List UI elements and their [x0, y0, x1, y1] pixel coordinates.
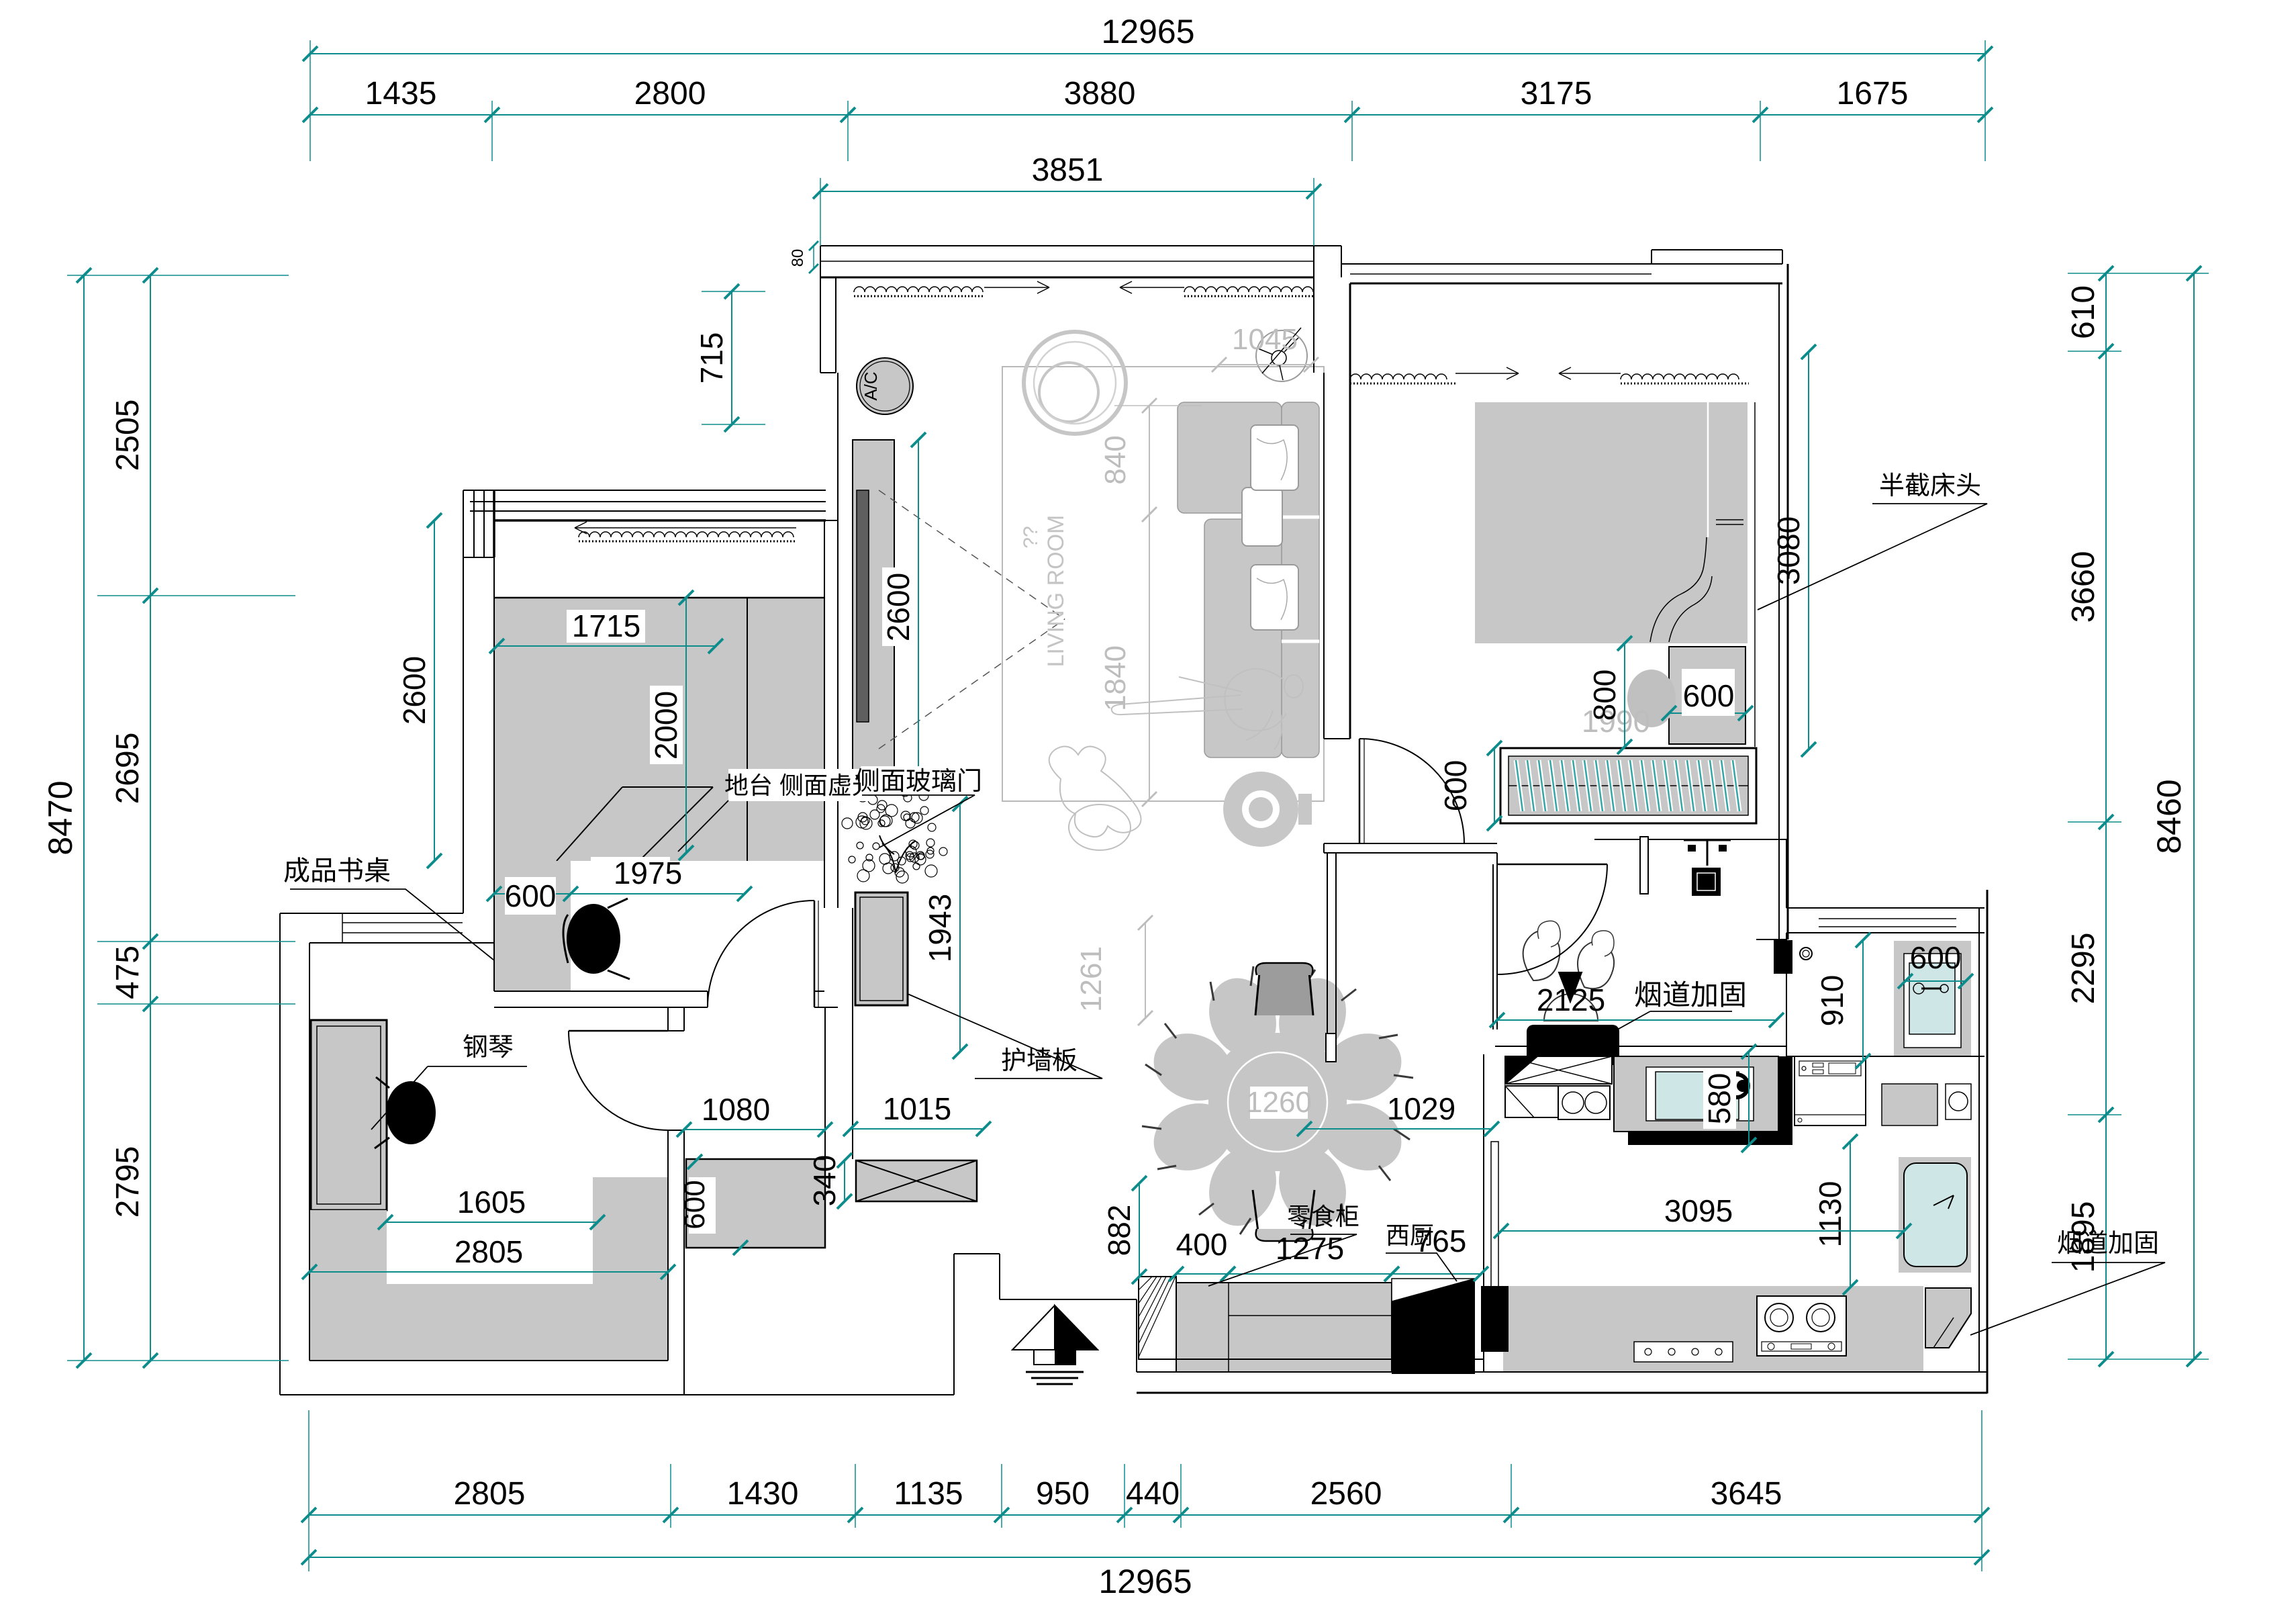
svg-text:1990: 1990: [1582, 704, 1650, 739]
svg-text:580: 580: [1702, 1073, 1737, 1125]
svg-text:400: 400: [1176, 1227, 1228, 1262]
svg-text:地台 侧面虚光: 地台 侧面虚光: [724, 772, 876, 799]
svg-text:475: 475: [110, 946, 146, 999]
svg-text:烟道加固: 烟道加固: [1634, 979, 1747, 1011]
svg-text:1430: 1430: [727, 1476, 799, 1512]
svg-text:1261: 1261: [1075, 946, 1108, 1012]
svg-text:2800: 2800: [634, 76, 706, 111]
svg-text:800: 800: [1587, 670, 1622, 721]
svg-text:??: ??: [1020, 526, 1042, 548]
svg-text:8470: 8470: [42, 780, 79, 855]
svg-text:600: 600: [678, 1180, 711, 1229]
svg-text:1130: 1130: [1813, 1181, 1848, 1248]
svg-text:840: 840: [1099, 435, 1132, 484]
svg-text:1045: 1045: [1232, 323, 1298, 356]
svg-text:1605: 1605: [457, 1185, 526, 1220]
svg-text:LIVING ROOM: LIVING ROOM: [1043, 515, 1069, 668]
svg-text:成品书桌: 成品书桌: [283, 856, 391, 886]
svg-text:3095: 3095: [1664, 1193, 1733, 1228]
svg-text:零食柜: 零食柜: [1287, 1203, 1359, 1230]
svg-text:3645: 3645: [1711, 1476, 1782, 1512]
svg-text:2505: 2505: [110, 400, 146, 471]
svg-text:1029: 1029: [1387, 1091, 1455, 1126]
svg-text:2125: 2125: [1537, 982, 1605, 1017]
svg-text:8460: 8460: [2150, 779, 2188, 854]
svg-text:950: 950: [1036, 1476, 1090, 1512]
svg-text:2600: 2600: [881, 573, 916, 641]
svg-text:烟道加固: 烟道加固: [2057, 1230, 2159, 1258]
svg-text:1895: 1895: [2066, 1201, 2101, 1273]
svg-text:2805: 2805: [455, 1234, 523, 1269]
svg-text:80: 80: [789, 249, 807, 267]
svg-text:2295: 2295: [2066, 933, 2101, 1005]
svg-text:1675: 1675: [1837, 76, 1909, 111]
svg-text:12965: 12965: [1101, 13, 1194, 50]
svg-text:2000: 2000: [649, 691, 683, 760]
svg-text:1975: 1975: [614, 856, 682, 890]
svg-text:1015: 1015: [883, 1091, 951, 1126]
svg-text:2695: 2695: [110, 733, 146, 805]
svg-text:3175: 3175: [1521, 76, 1592, 111]
svg-text:910: 910: [1815, 975, 1850, 1027]
svg-text:西厨: 西厨: [1386, 1222, 1434, 1249]
svg-text:3080: 3080: [1771, 516, 1806, 585]
svg-text:3660: 3660: [2066, 551, 2101, 623]
svg-text:1080: 1080: [702, 1092, 770, 1127]
svg-text:600: 600: [505, 878, 557, 913]
svg-text:2600: 2600: [397, 656, 432, 725]
svg-text:340: 340: [807, 1155, 842, 1207]
svg-text:715: 715: [694, 332, 729, 384]
svg-text:1275: 1275: [1276, 1231, 1344, 1266]
svg-text:440: 440: [1126, 1476, 1180, 1512]
svg-text:600: 600: [1910, 940, 1962, 975]
svg-text:1943: 1943: [922, 894, 957, 962]
svg-text:1435: 1435: [365, 76, 437, 111]
svg-text:1715: 1715: [572, 608, 640, 643]
svg-text:半截床头: 半截床头: [1879, 472, 1981, 500]
svg-text:3851: 3851: [1032, 152, 1104, 188]
svg-text:12965: 12965: [1098, 1563, 1192, 1600]
svg-text:1260: 1260: [1246, 1086, 1312, 1119]
svg-text:600: 600: [1683, 678, 1735, 713]
svg-text:1135: 1135: [894, 1476, 963, 1512]
svg-text:882: 882: [1102, 1205, 1137, 1256]
svg-text:3880: 3880: [1064, 76, 1136, 111]
svg-text:600: 600: [1438, 760, 1473, 812]
svg-text:钢琴: 钢琴: [463, 1034, 514, 1062]
svg-text:侧面玻璃门: 侧面玻璃门: [855, 768, 982, 796]
svg-text:610: 610: [2066, 285, 2101, 339]
svg-text:2795: 2795: [110, 1146, 146, 1218]
svg-text:2560: 2560: [1310, 1476, 1382, 1512]
svg-text:A/C: A/C: [861, 371, 881, 400]
svg-text:2805: 2805: [454, 1476, 526, 1512]
svg-text:1840: 1840: [1099, 645, 1132, 711]
